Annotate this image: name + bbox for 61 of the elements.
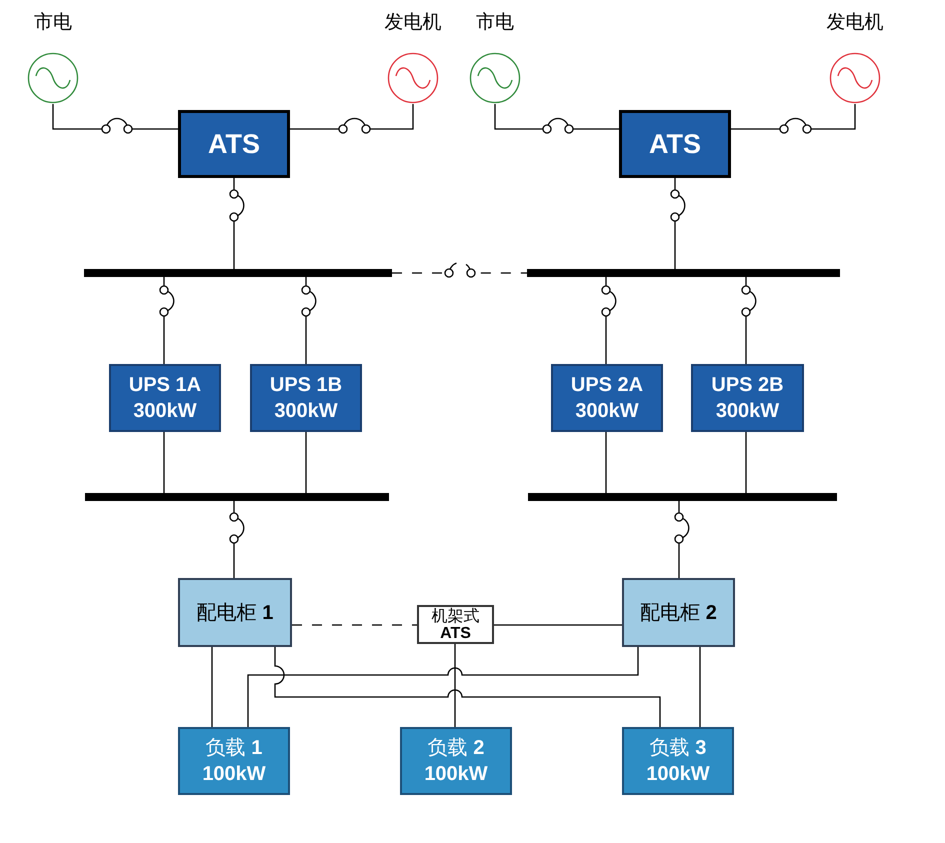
connector-line	[211, 647, 213, 727]
connector-line	[605, 277, 616, 364]
node-label: 100kW	[202, 762, 266, 787]
connector-line	[233, 178, 244, 269]
ats-box	[619, 110, 731, 178]
node-label: 300kW	[575, 399, 639, 424]
node-label: 300kW	[716, 399, 780, 424]
connector-line	[305, 277, 316, 364]
node-label: 负载 3	[650, 736, 706, 761]
load-box	[622, 727, 734, 795]
node-label: 300kW	[133, 399, 197, 424]
bus-bar	[84, 269, 392, 277]
source-label: 发电机	[826, 12, 884, 34]
node-label: 100kW	[646, 762, 710, 787]
node-label: 配电柜 2	[640, 600, 717, 624]
node-label: UPS 1B	[270, 373, 342, 398]
node-label: UPS 2B	[711, 373, 784, 398]
node-label: 负载 2	[428, 736, 484, 761]
node-label: ATS	[649, 129, 701, 159]
connector-line	[163, 277, 174, 364]
connector-line	[699, 647, 701, 727]
node-label: UPS 1A	[128, 373, 202, 398]
node-label: 机架式 ATS	[430, 608, 480, 642]
ups-box	[551, 364, 663, 432]
bus-bar	[527, 269, 840, 277]
distribution-cabinet-box	[622, 578, 735, 647]
connector-line	[392, 262, 527, 274]
node-label: 配电柜 1	[196, 600, 274, 624]
load-box	[400, 727, 512, 795]
source-label: 市电	[476, 12, 514, 34]
node-label: UPS 2A	[570, 373, 644, 398]
connector-line	[745, 277, 756, 364]
connector-line	[605, 432, 607, 493]
source-label: 发电机	[384, 12, 442, 34]
rack-ats-box	[417, 605, 494, 644]
node-label: 负载 1	[206, 736, 262, 761]
connector-line	[292, 624, 417, 626]
connector-line	[233, 501, 244, 578]
load-box	[178, 727, 290, 795]
source-label: 市电	[34, 12, 72, 34]
node-label: 100kW	[424, 762, 488, 787]
connector-line	[678, 501, 690, 578]
connector-line	[745, 432, 747, 493]
connector-line	[731, 104, 856, 130]
bus-bar	[85, 493, 389, 501]
connector-line	[163, 432, 165, 493]
connector-line	[454, 644, 456, 727]
ups-box	[250, 364, 362, 432]
ups-box	[109, 364, 221, 432]
connector-line	[52, 104, 178, 130]
ups-box	[691, 364, 804, 432]
connector-line	[674, 178, 686, 269]
connector-line	[494, 624, 622, 626]
node-label: ATS	[208, 129, 260, 159]
ats-box	[178, 110, 290, 178]
bus-bar	[528, 493, 837, 501]
connector-line	[290, 104, 414, 130]
distribution-cabinet-box	[178, 578, 292, 647]
connector-line	[305, 432, 307, 493]
connector-line	[494, 104, 619, 130]
node-label: 300kW	[274, 399, 338, 424]
